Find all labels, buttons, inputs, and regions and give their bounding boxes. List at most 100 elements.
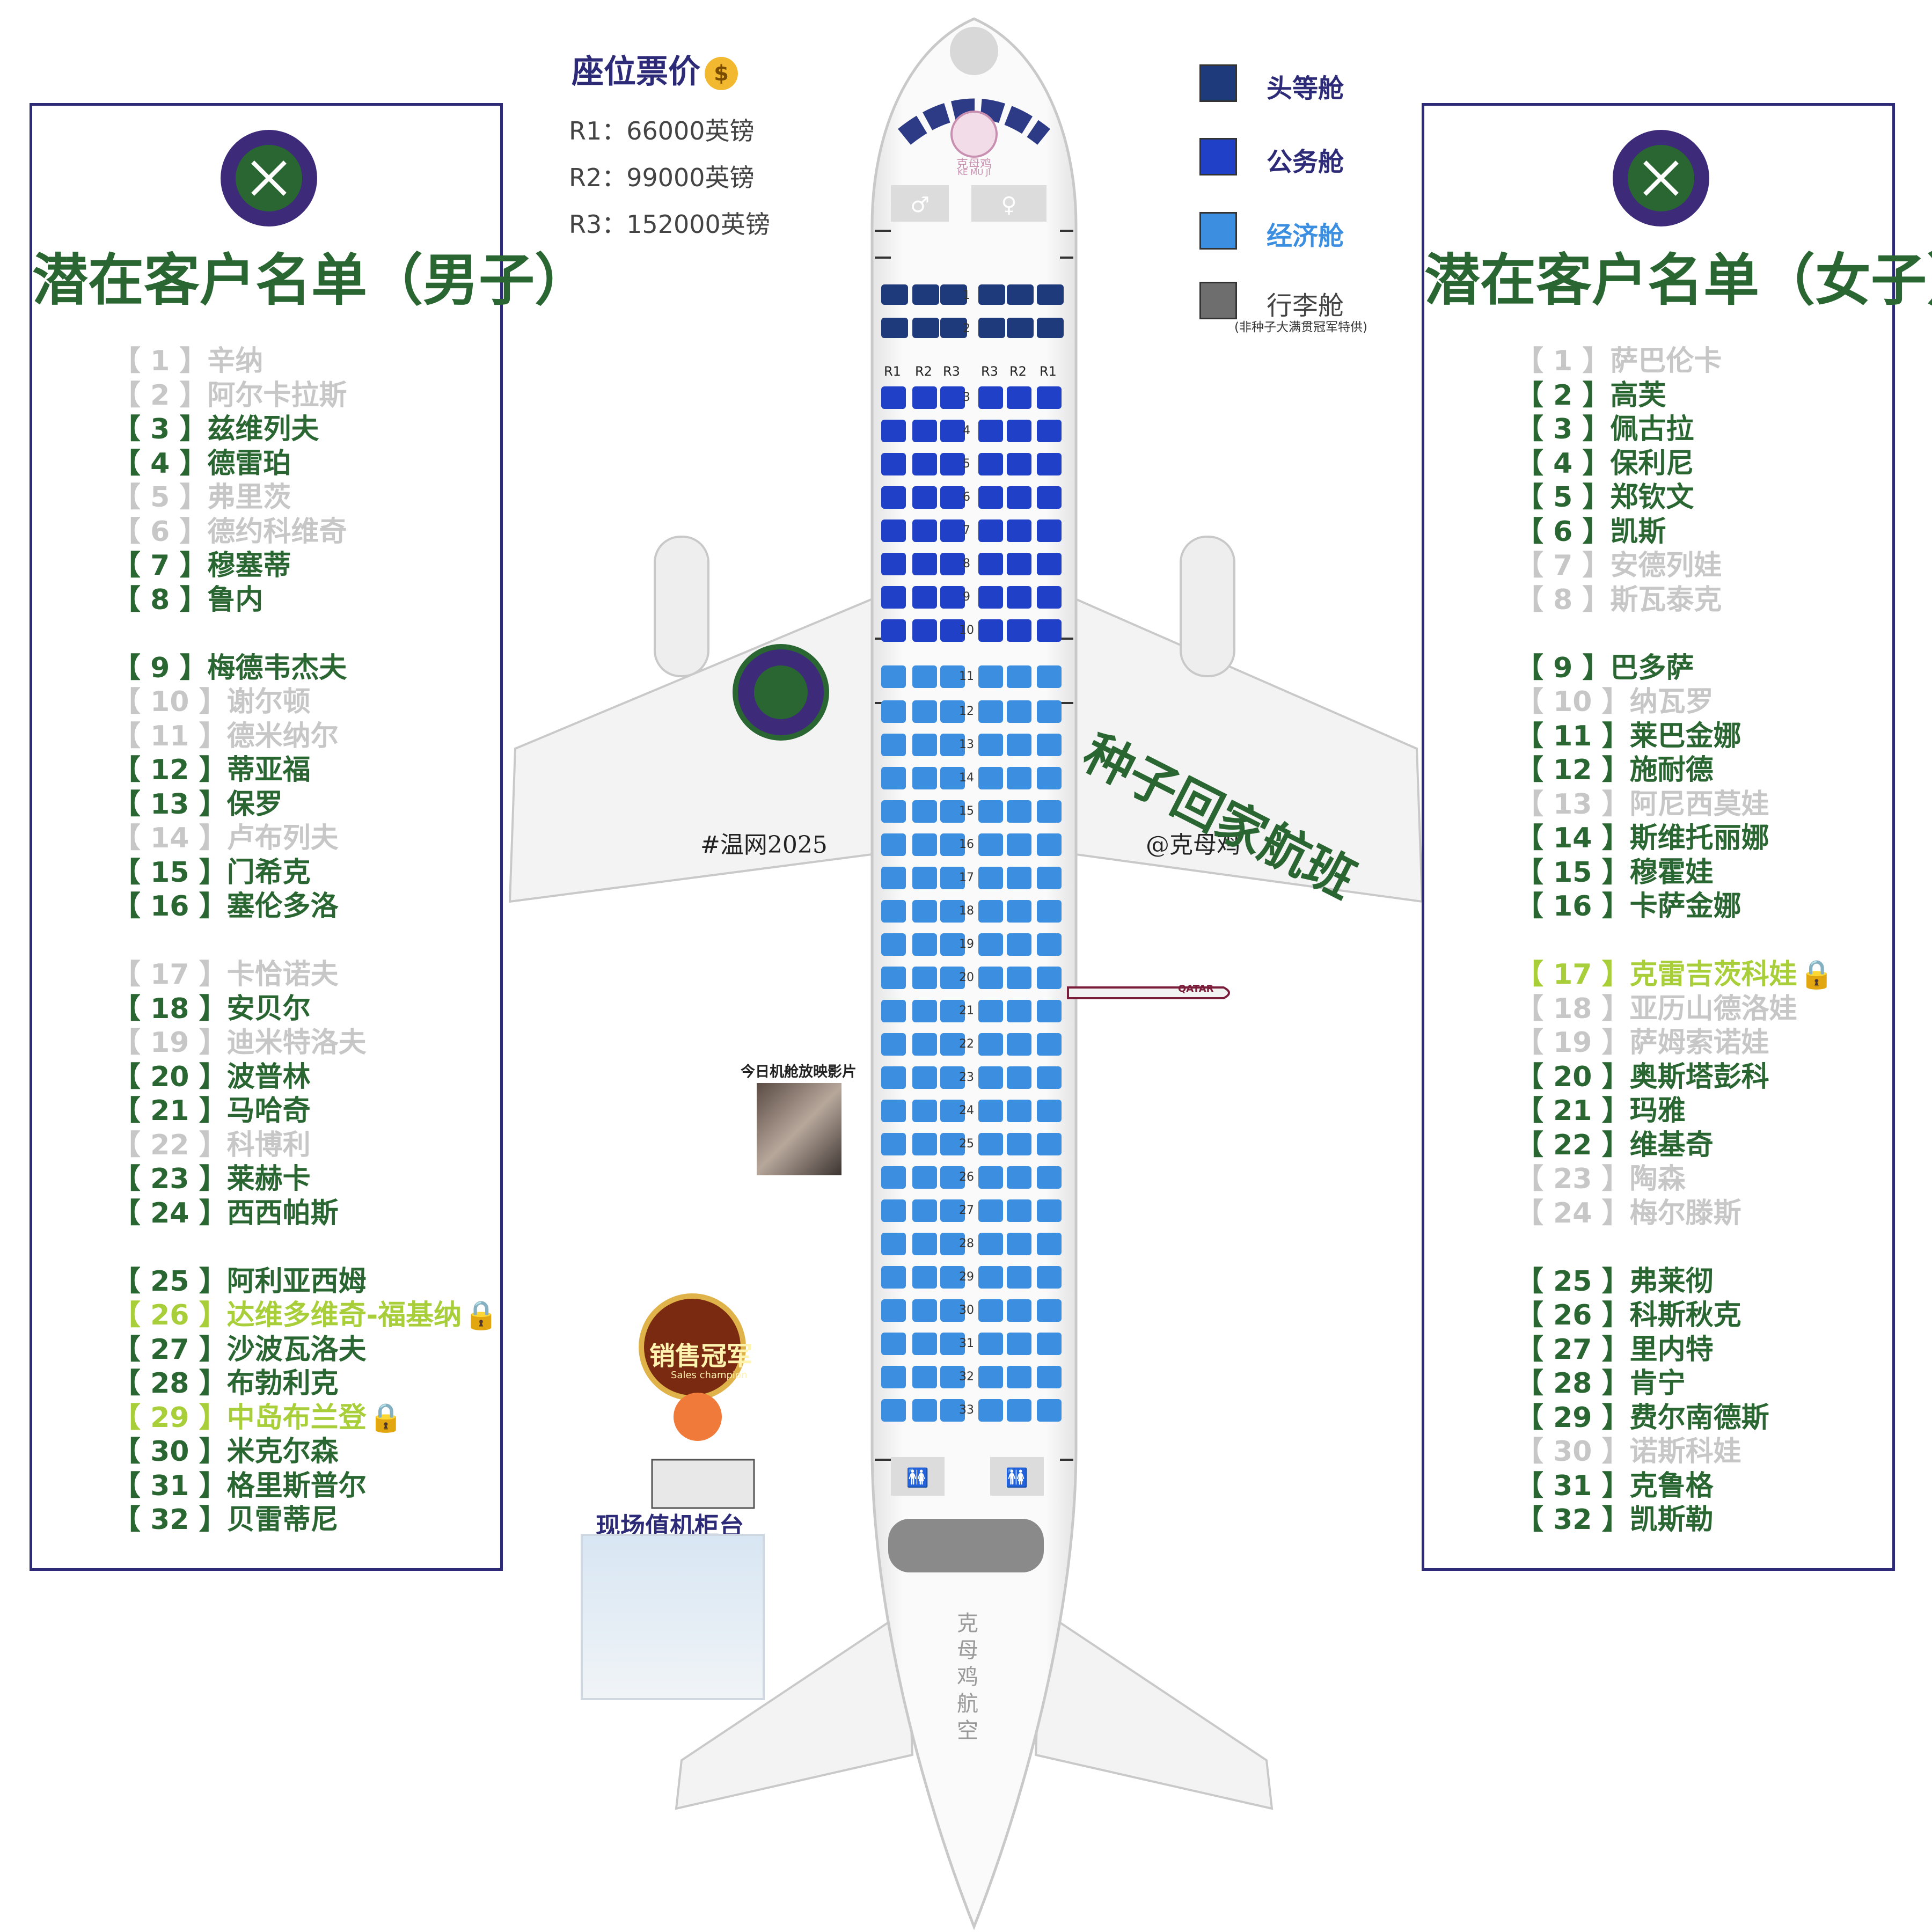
- seat[interactable]: [940, 586, 965, 609]
- seat[interactable]: [1007, 420, 1031, 442]
- seat[interactable]: [1037, 1333, 1062, 1355]
- seat[interactable]: [1037, 1366, 1062, 1388]
- seat[interactable]: [912, 1333, 937, 1355]
- seat[interactable]: [978, 734, 1003, 756]
- seat[interactable]: [940, 1033, 965, 1056]
- seat[interactable]: [912, 553, 937, 575]
- seat[interactable]: [1037, 700, 1062, 723]
- seat[interactable]: [1037, 734, 1062, 756]
- seat[interactable]: [1037, 1399, 1062, 1422]
- seat[interactable]: [881, 1033, 906, 1056]
- seat[interactable]: [978, 1333, 1003, 1355]
- seat[interactable]: [912, 519, 937, 542]
- seat[interactable]: [881, 1333, 906, 1355]
- seat[interactable]: [1007, 900, 1031, 923]
- seat[interactable]: [1037, 1133, 1062, 1155]
- seat[interactable]: [912, 1033, 937, 1056]
- seat[interactable]: [978, 1266, 1003, 1289]
- seat[interactable]: [978, 619, 1003, 642]
- seat[interactable]: [1037, 619, 1062, 642]
- seat[interactable]: [1037, 519, 1062, 542]
- seat[interactable]: [978, 665, 1003, 688]
- seat[interactable]: [940, 833, 965, 856]
- seat[interactable]: [940, 386, 965, 409]
- seat[interactable]: [1007, 833, 1031, 856]
- seat[interactable]: [1037, 967, 1062, 989]
- seat[interactable]: [1007, 1399, 1031, 1422]
- seat[interactable]: [940, 1399, 965, 1422]
- seat[interactable]: [912, 318, 939, 338]
- seat[interactable]: [1007, 318, 1034, 338]
- seat[interactable]: [912, 1366, 937, 1388]
- seat[interactable]: [912, 867, 937, 889]
- seat[interactable]: [940, 967, 965, 989]
- seat[interactable]: [881, 734, 906, 756]
- seat[interactable]: [1007, 700, 1031, 723]
- seat[interactable]: [940, 486, 965, 509]
- seat[interactable]: [978, 867, 1003, 889]
- seat[interactable]: [912, 586, 937, 609]
- seat[interactable]: [940, 1199, 965, 1222]
- seat[interactable]: [881, 284, 908, 305]
- seat[interactable]: [978, 700, 1003, 723]
- seat[interactable]: [978, 967, 1003, 989]
- seat[interactable]: [912, 1000, 937, 1022]
- seat[interactable]: [1037, 933, 1062, 956]
- seat[interactable]: [1007, 1366, 1031, 1388]
- seat[interactable]: [912, 1299, 937, 1322]
- seat[interactable]: [1037, 1066, 1062, 1089]
- seat[interactable]: [978, 1299, 1003, 1322]
- seat[interactable]: [912, 900, 937, 923]
- seat[interactable]: [912, 284, 939, 305]
- seat[interactable]: [978, 519, 1003, 542]
- seat[interactable]: [881, 553, 906, 575]
- seat[interactable]: [940, 800, 965, 823]
- seat[interactable]: [912, 420, 937, 442]
- seat[interactable]: [881, 665, 906, 688]
- seat[interactable]: [978, 486, 1003, 509]
- seat[interactable]: [1037, 767, 1062, 789]
- seat[interactable]: [1037, 900, 1062, 923]
- seat[interactable]: [912, 486, 937, 509]
- seat[interactable]: [881, 1399, 906, 1422]
- seat[interactable]: [940, 284, 967, 305]
- seat[interactable]: [881, 486, 906, 509]
- seat[interactable]: [978, 1166, 1003, 1189]
- seat[interactable]: [881, 933, 906, 956]
- seat[interactable]: [978, 453, 1003, 475]
- seat[interactable]: [912, 665, 937, 688]
- seat[interactable]: [881, 420, 906, 442]
- seat[interactable]: [1037, 800, 1062, 823]
- seat[interactable]: [1007, 1333, 1031, 1355]
- seat[interactable]: [1037, 867, 1062, 889]
- seat[interactable]: [940, 665, 965, 688]
- seat[interactable]: [1007, 1133, 1031, 1155]
- seat[interactable]: [978, 1033, 1003, 1056]
- seat[interactable]: [1007, 800, 1031, 823]
- seat[interactable]: [978, 1366, 1003, 1388]
- seat[interactable]: [1007, 453, 1031, 475]
- seat[interactable]: [1007, 767, 1031, 789]
- seat[interactable]: [1007, 519, 1031, 542]
- seat[interactable]: [1007, 386, 1031, 409]
- seat[interactable]: [912, 619, 937, 642]
- seat[interactable]: [1037, 1166, 1062, 1189]
- seat[interactable]: [940, 1000, 965, 1022]
- seat[interactable]: [1007, 1233, 1031, 1255]
- seat[interactable]: [1037, 284, 1064, 305]
- seat[interactable]: [978, 900, 1003, 923]
- seat[interactable]: [881, 1266, 906, 1289]
- seat[interactable]: [940, 519, 965, 542]
- seat[interactable]: [978, 386, 1003, 409]
- seat[interactable]: [978, 933, 1003, 956]
- seat[interactable]: [1037, 318, 1064, 338]
- seat[interactable]: [881, 900, 906, 923]
- seat[interactable]: [940, 1066, 965, 1089]
- seat[interactable]: [912, 1233, 937, 1255]
- seat[interactable]: [1007, 1299, 1031, 1322]
- seat[interactable]: [978, 767, 1003, 789]
- seat[interactable]: [940, 453, 965, 475]
- seat[interactable]: [1037, 833, 1062, 856]
- seat[interactable]: [940, 900, 965, 923]
- seat[interactable]: [978, 1199, 1003, 1222]
